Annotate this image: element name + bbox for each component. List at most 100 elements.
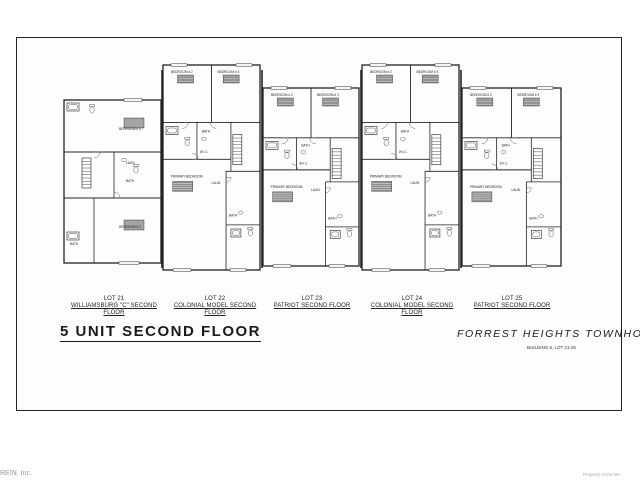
door-swing-icon bbox=[291, 163, 299, 171]
room-label: BEDROOM # 2 bbox=[271, 93, 293, 97]
bed-hatch-icon bbox=[421, 74, 439, 84]
window-icon bbox=[235, 63, 253, 67]
footer-copyright: REIN, Inc. bbox=[0, 470, 32, 477]
stair-icon bbox=[232, 134, 243, 165]
drawing-sheet bbox=[16, 37, 622, 411]
bathtub-icon bbox=[66, 102, 80, 112]
floor-plan-drawing: BEDROOM # 3 BATH LAUN. BEDROOM # 2 BATH BEDRO… bbox=[63, 63, 562, 272]
room-label: LAUN. bbox=[126, 161, 136, 165]
bathtub-basin-icon bbox=[331, 231, 339, 238]
room-label: LAUN. bbox=[512, 188, 522, 192]
building-walls bbox=[63, 64, 562, 271]
toilet-tank-icon bbox=[133, 164, 139, 167]
room-label: LAUN. bbox=[411, 181, 421, 185]
room-label: BATH bbox=[70, 242, 79, 246]
lot-model-name: PATRIOT SECOND FLOOR bbox=[473, 303, 551, 309]
bathtub-basin-icon bbox=[366, 127, 376, 134]
room-label: BEDROOM # 2 bbox=[470, 93, 492, 97]
toilet-icon bbox=[284, 152, 290, 159]
room-label: BEDROOM # 3 bbox=[417, 70, 439, 74]
toilet-icon bbox=[548, 230, 554, 238]
toilet-tank-icon bbox=[548, 228, 554, 231]
room-label: PRIMARY BEDROOM bbox=[370, 174, 402, 178]
room-label: BEDROOM # 2 bbox=[119, 225, 141, 229]
bed-hatch-icon bbox=[177, 74, 194, 84]
window-icon bbox=[369, 63, 387, 67]
bathtub-icon bbox=[329, 230, 341, 239]
room-label: BATH bbox=[428, 214, 437, 218]
room-label: BEDROOM # 3 bbox=[119, 127, 141, 131]
building-note: BUILDING 6, LOT 21-25 bbox=[527, 345, 576, 350]
lot-model-name: PATRIOT SECOND FLOOR bbox=[273, 303, 351, 309]
sink-icon bbox=[237, 210, 244, 215]
toilet-icon bbox=[446, 229, 452, 237]
sheet-title: 5 UNIT SECOND FLOOR bbox=[60, 323, 262, 342]
door-swing-icon bbox=[491, 163, 498, 171]
bathtub-icon bbox=[265, 141, 279, 150]
room-label: BATH bbox=[401, 130, 410, 134]
door-swing-icon bbox=[391, 153, 398, 160]
room-label: BATH bbox=[229, 214, 238, 218]
room-label: BATH bbox=[529, 217, 538, 221]
window-icon bbox=[172, 268, 192, 272]
door-swing-icon bbox=[481, 137, 489, 145]
window-icon bbox=[328, 264, 346, 268]
bathtub-icon bbox=[230, 228, 242, 238]
bathtub-basin-icon bbox=[232, 230, 240, 236]
toilet-tank-icon bbox=[346, 228, 353, 231]
stair-icon bbox=[431, 134, 442, 165]
lot-25-caption: LOT 25 PATRIOT SECOND FLOOR bbox=[462, 296, 562, 310]
room-label: W.I.C. bbox=[399, 150, 408, 154]
bathtub-basin-icon bbox=[68, 104, 78, 110]
window-icon bbox=[270, 86, 288, 90]
window-icon bbox=[434, 63, 452, 67]
room-label: LAUN. bbox=[212, 181, 222, 185]
toilet-icon bbox=[133, 166, 139, 174]
window-icon bbox=[118, 261, 140, 265]
toilet-tank-icon bbox=[184, 137, 190, 140]
footer-watermark: Property of the MA bbox=[583, 472, 621, 477]
sink-icon bbox=[300, 150, 307, 154]
lot-number: LOT 22 bbox=[204, 296, 226, 302]
toilet-icon bbox=[484, 152, 490, 159]
door-swing-icon bbox=[526, 187, 532, 194]
sink-icon bbox=[436, 210, 443, 215]
toilet-icon bbox=[184, 139, 190, 147]
door-swing-icon bbox=[210, 122, 217, 129]
door-swing-icon bbox=[182, 122, 189, 129]
toilet-tank-icon bbox=[247, 227, 254, 230]
bathtub-icon bbox=[429, 228, 441, 238]
room-label: PRIMARY BEDROOM bbox=[171, 174, 203, 178]
bathtub-icon bbox=[364, 126, 378, 135]
door-swing-icon bbox=[425, 177, 431, 183]
room-label: W.I.C. bbox=[500, 162, 509, 166]
stair-icon bbox=[331, 148, 342, 179]
room-label: BEDROOM # 3 bbox=[518, 93, 540, 97]
bathtub-icon bbox=[66, 231, 80, 241]
bed-hatch-icon bbox=[376, 74, 393, 84]
room-labels: BEDROOM # 3 BATH LAUN. BEDROOM # 2 BATH BEDRO… bbox=[70, 70, 540, 246]
sink-icon bbox=[337, 214, 343, 219]
toilet-tank-icon bbox=[284, 149, 290, 153]
lot-number: LOT 25 bbox=[501, 296, 523, 302]
window-icon bbox=[530, 264, 548, 268]
project-name: FORREST HEIGHTS TOWNHOMES bbox=[457, 328, 640, 340]
toilet-tank-icon bbox=[484, 149, 490, 153]
sink-icon bbox=[121, 158, 127, 162]
room-label: BATH bbox=[301, 144, 310, 148]
toilet-icon bbox=[346, 230, 352, 238]
lot-22-caption: LOT 22 COLONIAL MODEL SECOND FLOOR bbox=[163, 296, 267, 317]
window-icon bbox=[229, 268, 247, 272]
lot-number: LOT 23 bbox=[301, 296, 323, 302]
bathtub-basin-icon bbox=[167, 127, 177, 134]
bathtub-basin-icon bbox=[267, 142, 277, 149]
toilet-tank-icon bbox=[446, 227, 453, 230]
door-swing-icon bbox=[309, 137, 316, 145]
bed-hatch-icon bbox=[523, 97, 540, 107]
stair-icon bbox=[81, 157, 92, 189]
lot-number: LOT 21 bbox=[103, 296, 125, 302]
lot-23-caption: LOT 23 PATRIOT SECOND FLOOR bbox=[263, 296, 361, 310]
room-label: BEDROOM # 2 bbox=[370, 70, 392, 74]
sink-icon bbox=[399, 136, 406, 141]
plumbing-fixtures bbox=[66, 63, 554, 272]
